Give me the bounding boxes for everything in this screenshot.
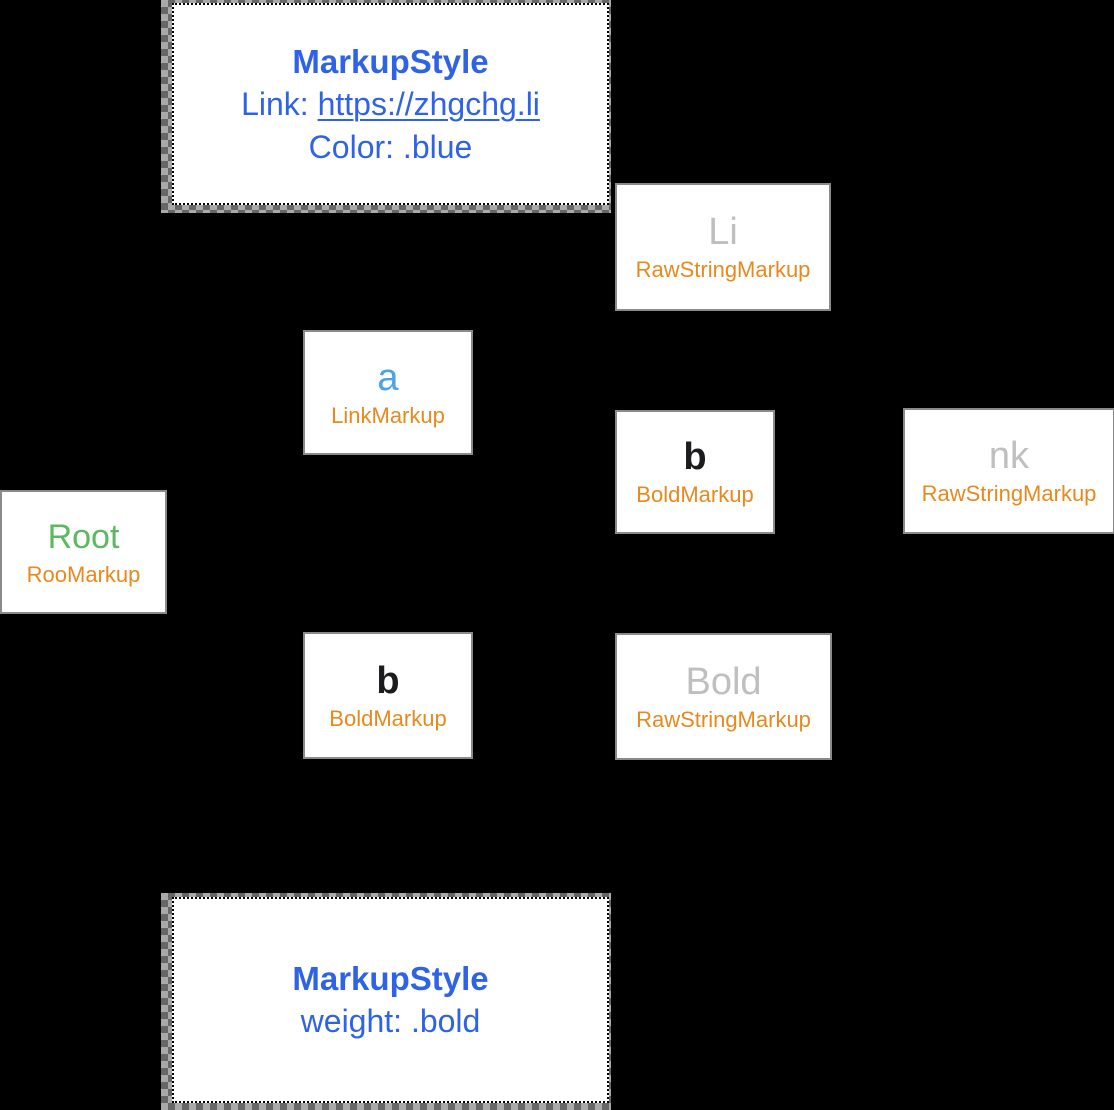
link-url: https://zhgchg.li [317,85,540,122]
markup-node-nk: nk RawStringMarkup [903,408,1114,534]
node-label: LinkMarkup [331,402,445,428]
style-box-bottom-container: MarkupStyle weight: .bold [161,893,611,1110]
node-symbol: Li [708,211,738,253]
style-box-top-title: MarkupStyle [292,42,489,80]
markup-node-b-lower: b BoldMarkup [303,632,473,759]
node-symbol: Bold [685,660,762,703]
node-symbol: b [683,436,707,478]
node-label: RawStringMarkup [921,481,1097,506]
markup-node-bold: Bold RawStringMarkup [615,633,832,760]
markup-node-a: a LinkMarkup [303,330,473,455]
node-label: RawStringMarkup [636,706,811,732]
style-box-top-color-line: Color: .blue [308,128,473,165]
node-symbol: b [376,659,400,702]
markup-node-root: Root RooMarkup [0,490,167,614]
node-symbol: a [377,356,399,399]
node-label: BoldMarkup [636,482,754,507]
markup-node-b-upper: b BoldMarkup [615,410,775,534]
style-box-bottom-title: MarkupStyle [292,960,489,997]
style-box-bottom-weight-line: weight: .bold [300,1003,481,1039]
node-label: BoldMarkup [329,705,447,731]
link-label: Link: [241,85,318,122]
node-symbol: Root [47,518,120,556]
style-box-bottom: MarkupStyle weight: .bold [172,897,609,1103]
style-box-top-container: MarkupStyle Link: https://zhgchg.li Colo… [161,0,611,213]
node-label: RooMarkup [26,562,141,587]
node-label: RawStringMarkup [635,257,811,282]
markup-node-li: Li RawStringMarkup [615,183,831,311]
style-box-top-link-line: Link: https://zhgchg.li [241,83,540,126]
style-box-top: MarkupStyle Link: https://zhgchg.li Colo… [172,3,609,205]
node-symbol: nk [988,435,1030,477]
